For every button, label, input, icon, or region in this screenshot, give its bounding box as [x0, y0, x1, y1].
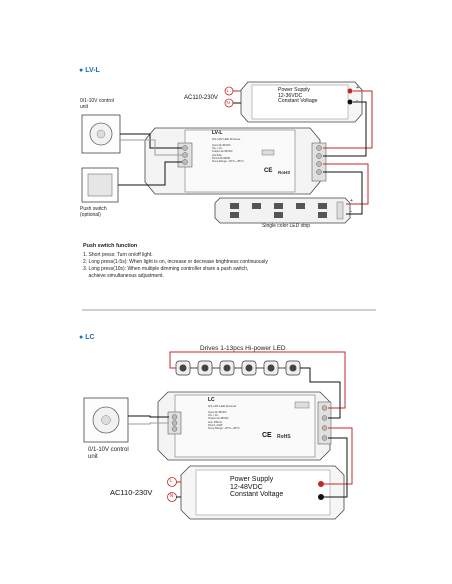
lc-drives-label: Drives 1-13pcs Hi-power LED [200, 345, 286, 352]
lc-spec-4: Iout: 350mA [208, 420, 222, 424]
lvl-neutral-mark: N [226, 100, 230, 105]
lvl-switch-label: Push switch (optional) [80, 206, 107, 218]
lc-spec-3: Output:12-48VDC [208, 417, 229, 421]
led-4 [241, 360, 257, 376]
section-title-lc-text: LC [85, 334, 95, 341]
lc-mains-label: AC110-230V [110, 488, 153, 497]
lc-led-row [175, 360, 301, 376]
lvl-spec-2: Vo+ / Vo- [212, 147, 223, 151]
lvl-wires [118, 90, 373, 215]
lvl-dimmer-unit [81, 114, 121, 154]
lc-ps-line-2: 12-48VDC [230, 483, 263, 491]
led-3 [219, 360, 235, 376]
lvl-strip-minus-mark: - [350, 209, 352, 215]
lvl-spec-3: Output:12-36VDC [212, 150, 233, 154]
lvl-power-supply [240, 81, 363, 123]
lvl-plus-mark: + [356, 85, 359, 91]
lvl-ps-line-3: Constant Voltage [278, 98, 318, 105]
lvl-led-label: Single color LED strip [262, 223, 311, 229]
push-switch-item-1: 1. Short press: Turn on/off light. [83, 252, 153, 259]
led-6 [285, 360, 301, 376]
lc-neutral-mark: N [169, 493, 174, 499]
section-title-lc: ● LC [79, 334, 95, 341]
lc-dimmer-label: 0/1-10V control unit [88, 447, 129, 460]
lc-live-mark: L [169, 478, 173, 484]
lvl-strip-plus-mark: + [350, 198, 353, 204]
lc-wires [128, 351, 353, 498]
lvl-live-mark: L [226, 88, 230, 93]
lvl-power-supply-text: Power Supply 12-36VDC Constant Voltage [278, 87, 318, 105]
lvl-spec-4: Iout:10A [212, 153, 222, 157]
section-title-lvl: ● LV-L [79, 67, 100, 74]
push-switch-notes: Push switch function 1. Short press: Tur… [83, 243, 373, 279]
led-5 [263, 360, 279, 376]
section-title-lvl-text: LV-L [85, 67, 100, 74]
lvl-controller-subtitle: 0/1-10V LED Dimmer [212, 137, 241, 141]
lvl-ps-line-2: 12-36VDC [278, 92, 303, 99]
lvl-rohs-mark: RoHS [278, 170, 291, 175]
led-1 [175, 360, 191, 376]
lc-dimmer-unit [83, 397, 129, 443]
lc-spec-2: Vo+ / Vo- [208, 414, 219, 418]
lc-spec-5: Pout:1-4.5W [208, 423, 223, 427]
lvl-led-strip [214, 197, 351, 224]
lvl-controller [144, 127, 327, 195]
lc-controller [157, 391, 332, 461]
lvl-controller-specs: Input:12-36VDC Vo+ / Vo- Output:12-36VDC… [212, 144, 244, 163]
lvl-spec-5: Pout:120-360W [212, 156, 231, 160]
lvl-minus-mark: - [356, 98, 358, 104]
lc-ps-line-3: Constant Voltage [230, 491, 284, 499]
lvl-controller-model: LV-L [212, 130, 223, 136]
lc-power-supply-text: Power Supply 12-48VDC Constant Voltage [230, 476, 283, 499]
lvl-dimmer-label: 0/1-10V control unit [80, 98, 114, 110]
lc-spec-6: Temp Range: -30°C~+55°C [208, 427, 240, 431]
led-2 [197, 360, 213, 376]
lc-ps-line-1: Power Supply [230, 476, 274, 483]
lc-ce-mark: CE [262, 432, 272, 439]
push-switch-heading: Push switch function [83, 243, 138, 249]
lvl-push-switch [81, 167, 119, 203]
push-switch-item-3: 3. Long press(10s): When multiple dimmin… [83, 265, 249, 272]
lc-power-supply [180, 465, 345, 520]
lvl-spec-1: Input:12-36VDC [212, 144, 231, 147]
push-switch-item-4: achieve simultaneous adjustment. [83, 272, 164, 279]
lvl-ps-line-1: Power Supply [278, 87, 311, 93]
lc-rohs-mark: RoHS [277, 434, 291, 440]
lc-controller-model: LC [208, 397, 215, 403]
lc-spec-1: Input:12-48VDC [208, 411, 227, 414]
lvl-spec-6: Temp Range: -30°C~+55°C [212, 160, 244, 164]
lvl-ce-mark: CE [264, 168, 273, 174]
lc-controller-specs: Input:12-48VDC Vo+ / Vo- Output:12-48VDC… [208, 411, 240, 430]
lc-controller-subtitle: 0/1-10V LED Dimmer [208, 404, 237, 408]
push-switch-item-2: 2. Long press(1-5s): When light is on, i… [83, 259, 268, 266]
lvl-mains-label: AC110-230V [184, 95, 218, 101]
